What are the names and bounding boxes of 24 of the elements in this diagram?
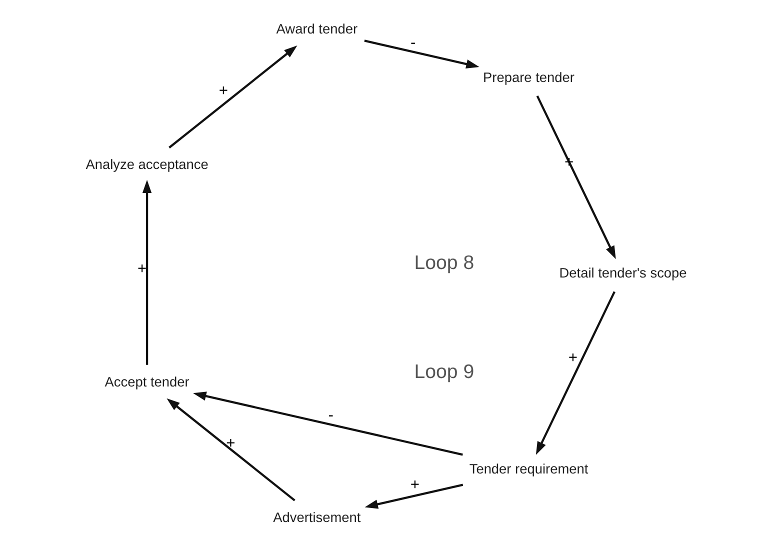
node-text: Analyze acceptance xyxy=(85,156,208,172)
edge-label: + xyxy=(226,435,235,452)
node-text: Tender requirement xyxy=(468,461,588,476)
arrow xyxy=(364,484,463,509)
edge-label: - xyxy=(410,34,416,52)
edge-label: + xyxy=(568,350,578,367)
node-text: Award tender xyxy=(276,22,358,37)
arrow xyxy=(166,398,295,502)
node-text: Detail tender's scope xyxy=(558,266,686,281)
arrow xyxy=(168,46,297,148)
arrow xyxy=(192,392,462,456)
edge-label: + xyxy=(218,82,228,100)
label: Loop 8 xyxy=(414,252,474,274)
node-text: Advertisement xyxy=(272,510,360,525)
arrow xyxy=(142,180,152,365)
label: Loop 9 xyxy=(414,360,474,383)
arrow xyxy=(536,95,616,260)
arrow xyxy=(364,40,479,69)
edge-label: - xyxy=(328,407,333,424)
arrow xyxy=(535,291,615,455)
edge-label: + xyxy=(410,476,420,494)
node-text: Prepare tender xyxy=(482,70,574,85)
edge-label: + xyxy=(137,260,146,278)
node-text: Accept tender xyxy=(104,374,189,390)
